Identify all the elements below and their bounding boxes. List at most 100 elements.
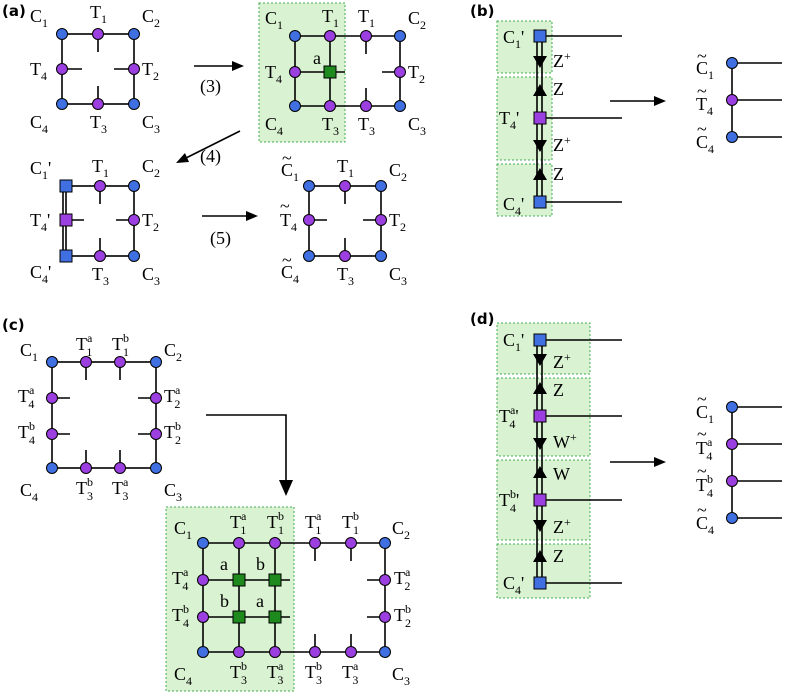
site-tensor (323, 65, 337, 79)
panel-label-d: (d) (470, 310, 494, 328)
arrow-up-icon (533, 84, 547, 96)
svg-text:a: a (220, 554, 228, 574)
svg-text:Tb4': Tb4' (499, 487, 519, 515)
svg-text:T1: T1 (337, 156, 354, 180)
svg-text:Ta4': Ta4' (499, 403, 519, 431)
panel-label-c: (c) (2, 316, 25, 334)
svg-text:C4': C4' (503, 573, 524, 597)
svg-text:C3: C3 (408, 114, 426, 138)
svg-text:Tb2: Tb2 (164, 419, 181, 447)
svg-text:Tb4: Tb4 (18, 419, 35, 447)
edge-node (303, 214, 315, 226)
svg-text:Tb3: Tb3 (305, 659, 322, 687)
corner-node (56, 28, 68, 40)
corner-node (394, 100, 406, 112)
svg-text:Z+: Z+ (553, 515, 571, 537)
arrow-step-5: (5) (202, 211, 258, 249)
svg-text:T3: T3 (322, 114, 339, 138)
svg-text:Tb1: Tb1 (267, 509, 284, 537)
edge-node (94, 250, 106, 262)
edge-node (339, 180, 351, 192)
svg-text:~: ~ (697, 424, 707, 444)
svg-text:(3): (3) (200, 76, 221, 97)
svg-text:Ta1: Ta1 (76, 331, 93, 359)
svg-text:C1': C1' (30, 158, 51, 182)
svg-text:(4): (4) (200, 146, 221, 167)
svg-text:C3: C3 (392, 664, 410, 688)
svg-text:T4': T4' (30, 210, 50, 234)
arrow-down-icon (533, 140, 547, 152)
edge-node (324, 30, 336, 42)
svg-text:C1: C1 (30, 6, 48, 30)
svg-text:~: ~ (280, 196, 290, 216)
svg-text:C3: C3 (389, 264, 407, 288)
svg-text:C2: C2 (164, 340, 182, 364)
svg-text:Ta4: Ta4 (18, 383, 35, 411)
result-chain-b: ~ C1 ~ T4 ~ C4 (696, 46, 782, 156)
svg-text:~: ~ (697, 81, 707, 101)
svg-text:~: ~ (697, 500, 707, 520)
edge-node (375, 214, 387, 226)
arrow-step-4: (4) (176, 130, 241, 167)
svg-text:C4: C4 (30, 112, 48, 136)
svg-text:C1: C1 (281, 160, 299, 184)
svg-text:C3: C3 (142, 264, 160, 288)
renormalized-corner (59, 249, 73, 263)
svg-text:b: b (220, 591, 229, 611)
edge-node (92, 28, 104, 40)
svg-text:Tb2: Tb2 (394, 602, 411, 630)
svg-text:Tb4: Tb4 (696, 472, 713, 500)
svg-text:T1: T1 (92, 156, 109, 180)
edge-node (92, 98, 104, 110)
corner-node (303, 180, 315, 192)
svg-text:W: W (553, 464, 570, 484)
svg-text:Ta4: Ta4 (696, 435, 713, 463)
svg-text:T1: T1 (322, 6, 339, 30)
svg-text:T2: T2 (142, 59, 159, 83)
svg-text:Z+: Z+ (553, 133, 571, 155)
renormalized-corner (59, 179, 73, 193)
svg-text:W+: W+ (553, 430, 577, 452)
svg-text:Tb1: Tb1 (112, 331, 129, 359)
svg-text:T2: T2 (142, 210, 159, 234)
svg-text:T1: T1 (358, 6, 375, 30)
svg-text:~: ~ (282, 148, 292, 168)
svg-text:Z: Z (553, 79, 564, 99)
edge-node (324, 100, 336, 112)
svg-text:Z: Z (553, 164, 564, 184)
svg-text:b: b (256, 554, 265, 574)
network-a3: C1' T1 C2 T4' T2 C4' T3 C3 (30, 156, 160, 288)
svg-text:C4': C4' (30, 262, 51, 286)
arrow-step-3: (3) (194, 61, 244, 97)
svg-text:Z: Z (553, 546, 564, 566)
edge-node (360, 30, 372, 42)
svg-text:C1: C1 (20, 340, 38, 364)
svg-text:C4: C4 (265, 114, 283, 138)
svg-text:C4': C4' (503, 194, 524, 218)
svg-text:Z+: Z+ (553, 49, 571, 71)
svg-text:T3: T3 (92, 264, 109, 288)
network-a2: a C1 T1 T1 C2 T4 T2 C4 T3 T3 C3 (258, 2, 426, 143)
svg-text:T4: T4 (265, 62, 282, 86)
svg-text:C1: C1 (696, 402, 714, 426)
svg-text:C2: C2 (142, 6, 160, 30)
corner-node (289, 100, 301, 112)
arrow-up-icon (533, 168, 547, 180)
corner-node (375, 250, 387, 262)
edge-node (394, 66, 406, 78)
svg-text:Ta3: Ta3 (267, 659, 284, 687)
network-a4: ~ C1 T1 C2 ~ T4 T2 ~ C4 T3 C3 (280, 148, 407, 288)
network-a1: C1 T1 C2 T4 T2 C4 T3 C3 (30, 2, 160, 136)
edge-node (94, 180, 106, 192)
panel-label-b: (b) (470, 2, 494, 20)
corner-node (375, 180, 387, 192)
svg-text:C4: C4 (20, 480, 38, 504)
svg-text:a: a (256, 591, 264, 611)
svg-text:T3: T3 (90, 112, 107, 136)
arrow-down-icon (533, 56, 547, 68)
corner-node (128, 98, 140, 110)
svg-text:~: ~ (697, 461, 707, 481)
